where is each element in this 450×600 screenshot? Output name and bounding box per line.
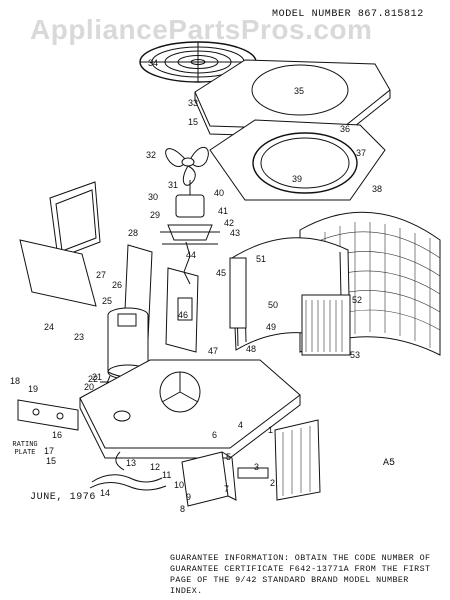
guarantee-note: GUARANTEE INFORMATION: OBTAIN THE CODE N…	[170, 553, 431, 596]
part-callout-36: 36	[340, 124, 350, 134]
part-callout-28: 28	[128, 228, 138, 238]
part-callout-19: 19	[28, 384, 38, 394]
part-callout-8: 8	[180, 504, 185, 514]
compressor	[100, 307, 156, 391]
part-callout-48: 48	[246, 344, 256, 354]
part-callout-49: 49	[266, 322, 276, 332]
part-callout-18: 18	[10, 376, 20, 386]
fan-blade	[165, 147, 209, 186]
part-callout-29: 29	[150, 210, 160, 220]
part-callout-32: 32	[146, 150, 156, 160]
date-label: JUNE, 1976	[30, 492, 97, 503]
part-callout-40: 40	[214, 188, 224, 198]
part-callout-34: 34	[148, 58, 158, 68]
part-callout-13: 13	[126, 458, 136, 468]
part-callout-9: 9	[186, 492, 191, 502]
part-callout-7: 7	[224, 484, 229, 494]
part-callout-45: 45	[216, 268, 226, 278]
fan-motor	[160, 180, 220, 245]
part-callout-31: 31	[168, 180, 178, 190]
rating-plate-label: RATING PLATE	[12, 441, 38, 457]
part-callout-14: 14	[100, 488, 110, 498]
part-callout-30: 30	[148, 192, 158, 202]
part-callout-23: 23	[74, 332, 84, 342]
wiring-harness	[89, 451, 167, 491]
part-callout-50: 50	[268, 300, 278, 310]
model-number: MODEL NUMBER 867.815812	[272, 9, 424, 20]
part-callout-43: 43	[230, 228, 240, 238]
part-callout-20: 20	[84, 382, 94, 392]
part-callout-38: 38	[372, 184, 382, 194]
control-box	[181, 451, 269, 507]
part-callout-11: 11	[162, 470, 171, 480]
part-callout-26: 26	[112, 280, 122, 290]
part-callout-41: 41	[218, 206, 228, 216]
part-callout-33: 33	[188, 98, 198, 108]
part-callout-1: 1	[268, 425, 273, 435]
part-callout-5: 5	[226, 452, 231, 462]
base-pan	[79, 359, 301, 459]
part-callout-42: 42	[224, 218, 234, 228]
condenser-coil	[229, 237, 351, 356]
part-callout-47: 47	[208, 346, 218, 356]
part-callout-39: 39	[292, 174, 302, 184]
part-callout-44: 44	[186, 250, 196, 260]
part-callout-15: 15	[188, 117, 198, 127]
part-callout-22: 22	[88, 374, 98, 384]
part-callout-51: 51	[256, 254, 266, 264]
part-callout-17: 17	[44, 446, 54, 456]
part-callout-24: 24	[44, 322, 54, 332]
part-callout-37: 37	[356, 148, 366, 158]
part-callout-2: 2	[270, 478, 275, 488]
corner-panel	[274, 419, 321, 501]
valve-plate	[17, 399, 79, 431]
part-callout-52: 52	[352, 295, 362, 305]
page-reference: A5	[383, 458, 396, 469]
access-panel-left	[49, 181, 101, 259]
part-callout-21: 21	[92, 372, 102, 382]
watermark: AppliancePartsPros.com	[30, 14, 373, 45]
part-callout-4: 4	[238, 420, 243, 430]
part-callout-53: 53	[350, 350, 360, 360]
part-callout-25: 25	[102, 296, 112, 306]
part-callout-46: 46	[178, 310, 188, 320]
part-callout-3: 3	[254, 462, 259, 472]
part-callout-6: 6	[212, 430, 217, 440]
part-callout-10: 10	[174, 480, 184, 490]
part-callout-27: 27	[96, 270, 106, 280]
part-callout-16: 16	[52, 430, 62, 440]
orifice-ring	[209, 119, 386, 201]
part-callout-12: 12	[150, 462, 160, 472]
part-callout-15: 15	[46, 456, 56, 466]
part-callout-35: 35	[294, 86, 304, 96]
side-panel	[19, 239, 97, 307]
